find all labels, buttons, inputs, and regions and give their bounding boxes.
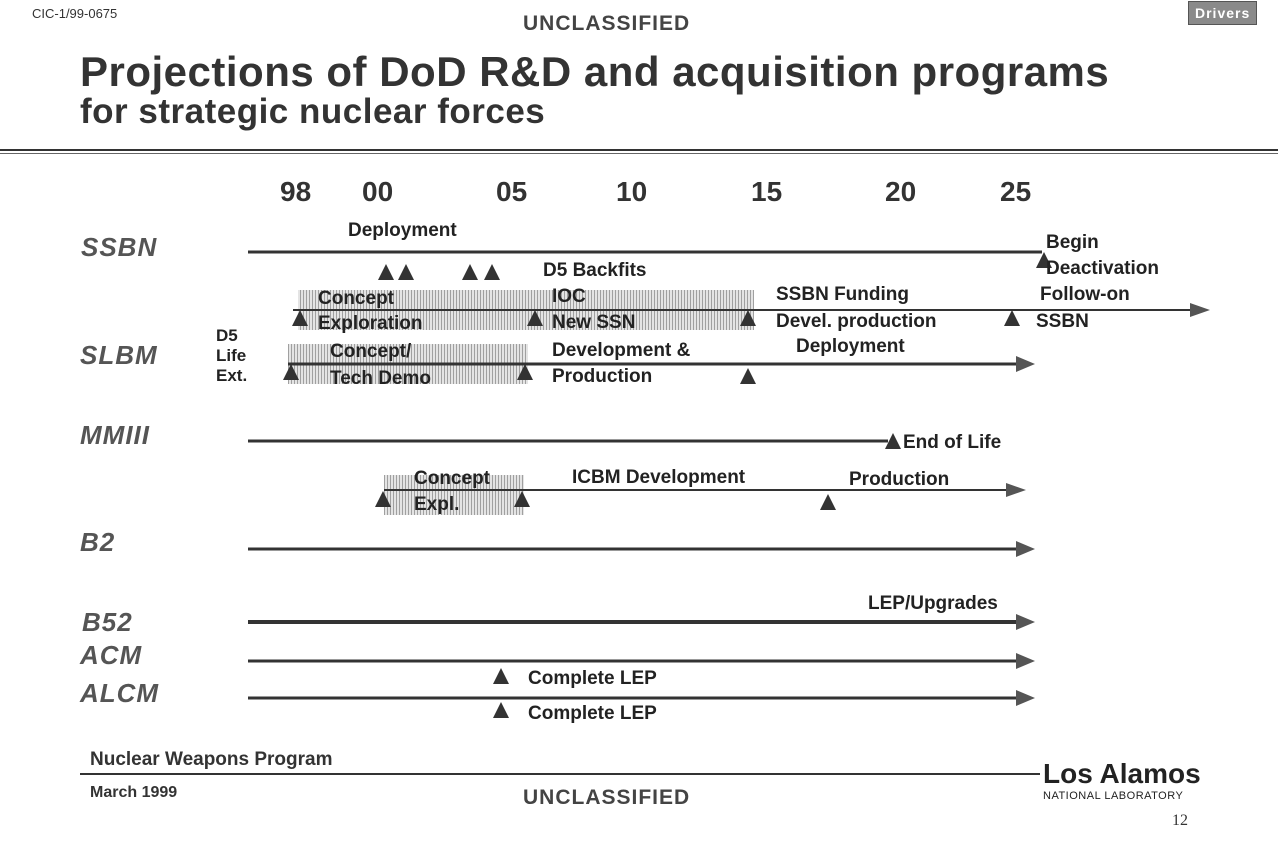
system-alcm: ALCM — [80, 678, 160, 708]
label-production-icbm: Production — [849, 469, 950, 490]
label-deployment-slbm: Deployment — [796, 336, 905, 357]
label-complete-lep-alcm: Complete LEP — [528, 703, 657, 724]
milestone-triangle — [493, 668, 509, 684]
label-production: Production — [552, 366, 653, 387]
title-line-1: Projections of DoD R&D and acquisition p… — [80, 48, 1110, 95]
arrowhead — [1016, 541, 1035, 557]
label-lep-upgrades: LEP/Upgrades — [868, 593, 998, 614]
arrowhead — [1190, 303, 1210, 317]
label-deactivation: Deactivation — [1046, 258, 1159, 279]
milestone-triangle — [283, 364, 299, 380]
label-ioc: IOC — [552, 286, 586, 307]
label-ssbn-funding: SSBN Funding — [776, 284, 909, 305]
milestone-triangle — [885, 433, 901, 449]
milestone-triangle — [493, 702, 509, 718]
title-divider-thin — [0, 153, 1278, 154]
arrowhead — [1016, 690, 1035, 706]
label-ssbn-follow: SSBN — [1036, 311, 1089, 332]
year-20: 20 — [885, 176, 917, 207]
title-divider — [0, 149, 1278, 151]
concept-expl-shade — [384, 475, 524, 515]
system-b52: B52 — [82, 607, 133, 637]
arrowhead — [1016, 614, 1035, 630]
label-development-and: Development & — [552, 340, 691, 361]
label-follow-on: Follow-on — [1040, 284, 1130, 305]
milestone-triangle — [740, 368, 756, 384]
label-d5: D5 — [216, 326, 238, 345]
footer-program: Nuclear Weapons Program — [90, 749, 333, 770]
year-25: 25 — [1000, 176, 1032, 207]
lab-logo-subtitle: NATIONAL LABORATORY — [1043, 790, 1184, 802]
label-deployment: Deployment — [348, 220, 457, 241]
milestone-triangle — [1004, 310, 1020, 326]
label-icbm-development: ICBM Development — [572, 467, 746, 488]
classification-top: UNCLASSIFIED — [523, 12, 691, 35]
label-new-ssn: New SSN — [552, 312, 636, 333]
page-number: 12 — [1172, 812, 1188, 829]
footer-date: March 1999 — [90, 784, 178, 801]
label-ext: Ext. — [216, 366, 248, 385]
label-devel-production: Devel. production — [776, 311, 937, 332]
year-00: 00 — [362, 176, 394, 207]
label-d5-backfits: D5 Backfits — [543, 260, 647, 281]
year-98: 98 — [280, 176, 312, 207]
document-id: CIC-1/99-0675 — [32, 6, 118, 21]
label-expl: Expl. — [414, 494, 460, 515]
arrowhead — [1006, 483, 1026, 497]
label-exploration: Exploration — [318, 313, 423, 334]
milestone-triangle — [484, 264, 500, 280]
system-slbm: SLBM — [80, 340, 158, 370]
classification-bottom: UNCLASSIFIED — [523, 786, 691, 809]
label-concept: Concept — [318, 288, 394, 309]
system-mmiii: MMIII — [80, 420, 150, 450]
label-complete-lep-acm: Complete LEP — [528, 668, 657, 689]
milestone-triangle — [378, 264, 394, 280]
label-begin: Begin — [1046, 232, 1099, 253]
milestone-triangle — [820, 494, 836, 510]
milestone-triangle — [292, 310, 308, 326]
arrowhead — [1016, 356, 1035, 372]
milestone-triangle — [527, 310, 543, 326]
label-life: Life — [216, 346, 247, 365]
milestone-triangle — [1036, 252, 1052, 268]
year-15: 15 — [751, 176, 783, 207]
label-concept-slash: Concept/ — [330, 341, 412, 362]
lab-logo-name: Los Alamos — [1043, 758, 1201, 789]
slide-title: Projections of DoD R&D and acquisition p… — [80, 48, 1110, 132]
milestone-triangle — [514, 491, 530, 507]
milestone-triangle — [517, 364, 533, 380]
system-acm: ACM — [80, 640, 143, 670]
label-end-of-life: End of Life — [903, 432, 1002, 453]
milestone-triangle — [462, 264, 478, 280]
drivers-badge: Drivers — [1188, 1, 1258, 25]
year-05: 05 — [496, 176, 528, 207]
milestone-triangle — [375, 491, 391, 507]
milestone-markers — [283, 252, 1052, 718]
system-ssbn: SSBN — [81, 232, 158, 262]
milestone-triangle — [398, 264, 414, 280]
system-b2: B2 — [80, 527, 116, 557]
title-line-2: for strategic nuclear forces — [80, 92, 546, 131]
arrowhead — [1016, 653, 1035, 669]
year-10: 10 — [616, 176, 648, 207]
label-tech-demo: Tech Demo — [330, 368, 432, 389]
label-concept-icbm: Concept — [414, 468, 490, 489]
milestone-triangle — [740, 310, 756, 326]
